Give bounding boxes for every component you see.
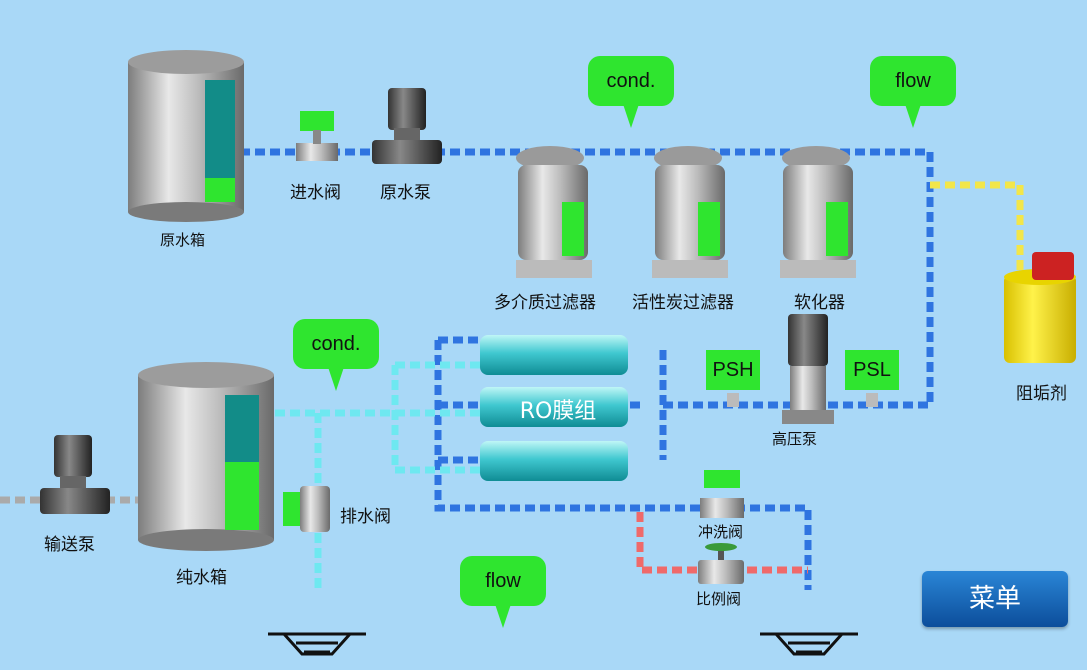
psh-tag: PSH [706,350,760,390]
high-pressure-pump[interactable] [782,314,834,424]
inlet-valve[interactable] [296,111,338,161]
raw-tank-level-fill [205,178,235,202]
multimedia-filter [516,146,592,278]
raw-tank-label: 原水箱 [160,231,206,249]
carbon-filter-label: 活性炭过滤器 [632,293,734,313]
drain-symbol-right [760,632,858,656]
raw-water-tank [128,50,244,222]
pipe-ro-right-links [438,336,480,464]
hp-pump-label: 高压泵 [772,430,818,448]
multimedia-filter-level [562,202,584,256]
raw-pump-label: 原水泵 [380,183,431,203]
carbon-filter [652,146,728,278]
inlet-valve-label: 进水阀 [290,183,341,203]
pure-water-tank [138,362,274,551]
pipe-concentrate [434,340,812,590]
flow-callout-top: flow [870,56,956,128]
softener [780,146,856,278]
pipes [0,148,1024,590]
flush-valve[interactable] [700,470,744,518]
flow-callout-bottom: flow [460,556,546,628]
pipe-permeate [275,361,480,474]
inlet-valve-indicator [300,111,334,131]
cond-callout-top: cond. [588,56,674,128]
ro-membrane-2 [480,387,628,427]
drain-symbol-left [268,632,366,656]
carbon-filter-level [698,202,720,256]
flush-valve-indicator [704,470,740,488]
ratio-valve[interactable] [698,543,744,584]
menu-button[interactable]: 菜单 [922,571,1068,627]
flush-valve-label: 冲洗阀 [698,523,744,541]
dosing-pump [1032,252,1074,280]
ro-membrane-1 [480,335,628,375]
softener-label: 软化器 [794,293,845,313]
ro-membranes [480,335,628,481]
pure-tank-level-fill [225,462,259,530]
multimedia-filter-label: 多介质过滤器 [494,293,596,313]
drain-valve-indicator [283,492,301,526]
pipe-dosing [930,181,1024,270]
ratio-valve-label: 比例阀 [696,590,742,608]
pipe-main-top [240,148,934,409]
pipe-ratio [636,512,808,574]
psh-switch [727,393,739,407]
psl-tag: PSL [845,350,899,390]
transfer-pump[interactable] [40,435,110,514]
ro-group-label: RO膜组 [519,399,597,424]
softener-level [826,202,848,256]
ro-membrane-3 [480,441,628,481]
transfer-pump-label: 输送泵 [44,535,95,555]
cond-callout-left: cond. [293,319,379,391]
pure-tank-label: 纯水箱 [176,568,227,588]
drain-valve[interactable] [283,486,330,532]
raw-water-pump[interactable] [372,88,442,164]
antiscalant-label: 阻垢剂 [1016,384,1067,404]
drain-valve-label: 排水阀 [340,507,391,527]
psl-switch [866,393,878,407]
antiscalant-tank [1004,252,1076,363]
